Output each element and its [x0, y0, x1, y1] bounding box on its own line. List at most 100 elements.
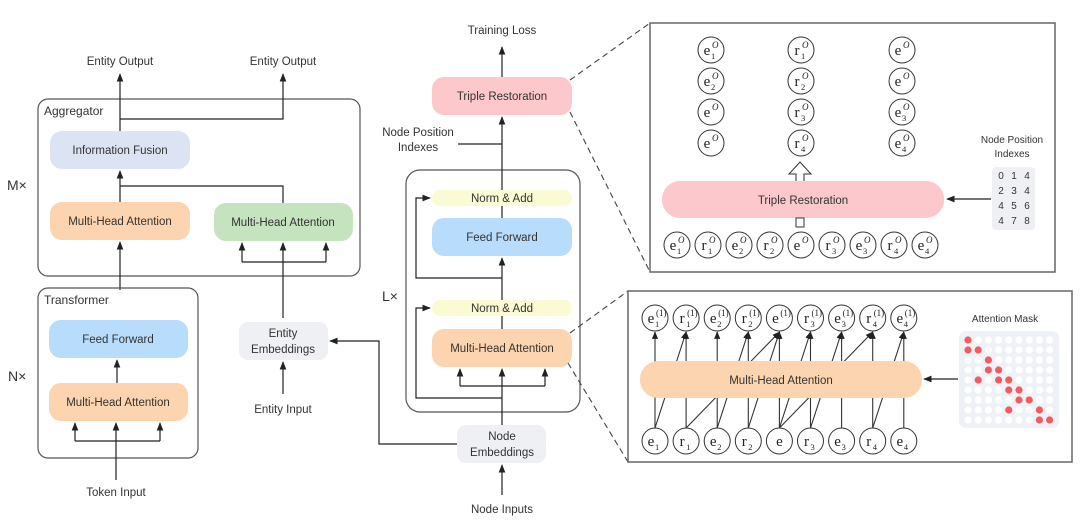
- mask-cell-masked: [1025, 386, 1033, 394]
- encoder-mha-block: [432, 329, 572, 367]
- attention-mask-title: Attention Mask: [972, 314, 1039, 325]
- node-symbol: e: [732, 238, 739, 254]
- mask-cell-masked: [984, 336, 993, 344]
- node-superscript: O: [903, 40, 910, 50]
- node-circle: [787, 36, 815, 64]
- node-circle: [888, 129, 916, 157]
- node-circle: [890, 427, 918, 455]
- mask-cell-masked: [1015, 376, 1023, 384]
- training-loss-label: Training Loss: [468, 25, 537, 37]
- node-circle: [703, 304, 731, 332]
- node-superscript: O: [802, 40, 809, 50]
- node-symbol: e: [834, 311, 841, 327]
- mask-cell-visible: [1015, 396, 1023, 404]
- node-circle: [828, 427, 856, 455]
- node-superscript: O: [926, 235, 933, 245]
- node-subscript: 4: [894, 246, 899, 256]
- entity-mha-label: Multi-Head Attention: [231, 217, 335, 229]
- node-symbol: e: [704, 105, 711, 121]
- node-symbol: e: [710, 311, 717, 327]
- node-subscript: 4: [925, 246, 930, 256]
- node-superscript: (1): [656, 308, 667, 318]
- encoder-mha-label: Multi-Head Attention: [450, 343, 554, 355]
- node-superscript: O: [802, 133, 809, 143]
- mask-cell-masked: [1005, 366, 1013, 374]
- transformer-connectors: [71, 359, 164, 480]
- node-symbol: e: [648, 434, 655, 450]
- node-symbol: e: [704, 43, 711, 59]
- node-subscript: 2: [748, 442, 752, 452]
- mask-cell-visible: [1015, 386, 1023, 394]
- node-circle: [734, 427, 762, 455]
- mask-cell-masked: [995, 416, 1003, 424]
- node-symbol: e: [794, 238, 801, 254]
- mask-cell-visible: [984, 356, 993, 364]
- mask-cell-visible: [995, 366, 1003, 374]
- node-circle: [672, 304, 700, 332]
- triple-restoration-block: [432, 77, 572, 115]
- node-position-indexes-line2: Indexes: [398, 142, 439, 154]
- node-symbol: e: [834, 434, 841, 450]
- node-circle: [828, 304, 856, 332]
- node-symbol: r: [680, 311, 685, 327]
- mask-cell-masked: [1035, 396, 1043, 404]
- mask-cell-visible: [1025, 396, 1033, 404]
- panel-index-label-line2: Indexes: [994, 149, 1029, 160]
- mask-cell-masked: [974, 366, 982, 374]
- mask-cell-visible: [1046, 416, 1054, 424]
- zoom-dashed-lines: [567, 22, 651, 463]
- mask-cell-masked: [1025, 346, 1033, 354]
- transformer-ffn-block: [49, 320, 188, 358]
- node-embeddings-label-line1: Node: [488, 431, 516, 443]
- node-symbol: e: [776, 434, 783, 450]
- node-circle: [849, 231, 877, 259]
- node-circle: [888, 36, 916, 64]
- node-circle: [797, 427, 824, 455]
- mask-cell-masked: [1005, 356, 1013, 364]
- mask-cell-masked: [1025, 336, 1033, 344]
- entity-mha-block: [214, 203, 353, 241]
- mask-cell-masked: [1035, 376, 1043, 384]
- attention-output-node: e(1)3: [828, 304, 856, 332]
- mask-cell-masked: [995, 336, 1003, 344]
- node-subscript: 3: [842, 319, 846, 329]
- attention-output-node: r(1)2: [734, 304, 762, 332]
- node-embeddings-block: [457, 425, 546, 463]
- node-symbol: r: [680, 434, 685, 450]
- mask-cell-masked: [964, 406, 972, 414]
- mask-cell-visible: [974, 376, 982, 384]
- node-circle: [787, 98, 815, 126]
- mask-cell-masked: [1046, 346, 1054, 354]
- mask-cell-masked: [974, 396, 982, 404]
- mask-cell-masked: [1046, 366, 1054, 374]
- node-symbol: e: [704, 136, 711, 152]
- node-superscript: O: [903, 133, 910, 143]
- node-circle: [697, 36, 725, 64]
- aggregator-title: Aggregator: [44, 104, 103, 118]
- node-subscript: 1: [708, 246, 712, 256]
- transformer-mha-label: Multi-Head Attention: [66, 397, 170, 409]
- index-cell: 4: [998, 201, 1004, 212]
- node-symbol: r: [742, 434, 747, 450]
- node-subscript: 2: [717, 442, 721, 452]
- attention-output-node: e(1)1: [641, 304, 669, 332]
- index-cell: 5: [1011, 201, 1017, 212]
- node-embeddings-label-line2: Embeddings: [470, 447, 534, 459]
- node-symbol: r: [888, 238, 893, 254]
- panel-triple-restoration-label: Triple Restoration: [758, 195, 848, 207]
- node-circle: [703, 427, 731, 455]
- node-superscript: (1): [843, 308, 854, 318]
- panel-mha-block: [640, 361, 922, 398]
- mask-cell-masked: [1015, 356, 1023, 364]
- mask-cell-masked: [984, 396, 993, 404]
